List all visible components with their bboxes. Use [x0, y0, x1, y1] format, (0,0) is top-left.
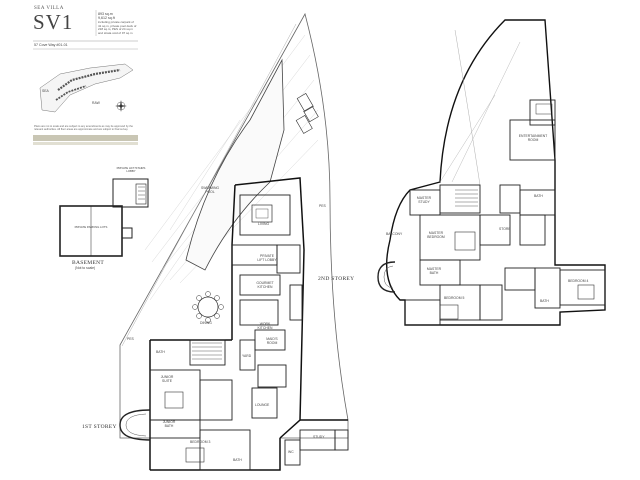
room-wc: WC: [288, 450, 294, 454]
room-lounge: LOUNGE: [255, 403, 270, 407]
basement-title: BASEMENT: [72, 260, 105, 266]
room-bath-1: BATH: [156, 350, 165, 354]
first-storey-title: 1ST STOREY: [82, 424, 117, 430]
room-living: LIVING: [258, 222, 270, 226]
room-work-kitchen: WORK KITCHEN: [257, 322, 273, 330]
unit-address: 57 Cove Way #01-01: [34, 43, 68, 47]
room-swimming-pool: SWIMMING POOL: [200, 186, 220, 194]
brand-name: SEA VILLA: [34, 6, 64, 11]
keyplan-road-label: RAW: [92, 101, 100, 105]
room-bath-2: BATH: [233, 458, 242, 462]
room-bath-4: BATH: [540, 299, 549, 303]
basement-subtitle: (Not to scale): [75, 266, 96, 270]
first-storey-plan: [119, 12, 349, 471]
keyplan-sea-label: SEA: [42, 89, 49, 93]
key-plan: [39, 63, 134, 113]
room-yard: YARD: [242, 354, 252, 358]
basement-plan: [59, 178, 149, 257]
second-storey-title: 2ND STOREY: [318, 276, 355, 282]
room-bedroom-3: BEDROOM 3: [190, 440, 211, 444]
room-balcony: BALCONY: [386, 232, 403, 236]
room-junior-bath: JUNIOR BATH: [162, 420, 176, 428]
unit-area-sqm: 893 sq.m: [98, 12, 113, 16]
unit-area-sqft: 9,612 sq.ft: [98, 16, 115, 20]
room-master-bath: MASTER BATH: [426, 267, 442, 275]
room-master-bedroom: MASTER BEDROOM: [427, 231, 445, 239]
room-store: STORE: [499, 227, 511, 231]
room-master-study: MASTER STUDY: [416, 196, 432, 204]
room-bath-3: BATH: [534, 194, 543, 198]
second-storey-plan: [377, 19, 606, 326]
info-panel: [33, 10, 138, 145]
room-bedroom-5: BEDROOM 5: [444, 296, 465, 300]
room-bedroom-4: BEDROOM 4: [568, 279, 589, 283]
unit-code: SV1: [33, 10, 74, 34]
room-private-lift-lobby: PRIVATE LIFT LOBBY: [257, 254, 277, 262]
basement-carpark: PRIVATE PARKING LOTS: [74, 225, 108, 229]
room-dining: DINING: [200, 321, 212, 325]
room-junior-suite: JUNIOR SUITE: [160, 375, 174, 383]
disclaimer-note: Plans are not to scale and are subject t…: [34, 125, 133, 131]
room-maid: MAID'S ROOM: [266, 337, 278, 345]
room-study: STUDY: [313, 435, 325, 439]
room-gourmet-kitchen: GOURMET KITCHEN: [256, 281, 274, 289]
room-pes-2: PES: [319, 204, 326, 208]
area-inclusions: including private carpark of 41 sq.m, pr…: [98, 20, 137, 35]
room-pes-1: PES: [127, 337, 134, 341]
basement-private-lobby: PRIVATE LIFT/STAIRS LOBBY: [116, 166, 146, 174]
room-entertainment: ENTERTAINMENT ROOM: [518, 134, 548, 142]
